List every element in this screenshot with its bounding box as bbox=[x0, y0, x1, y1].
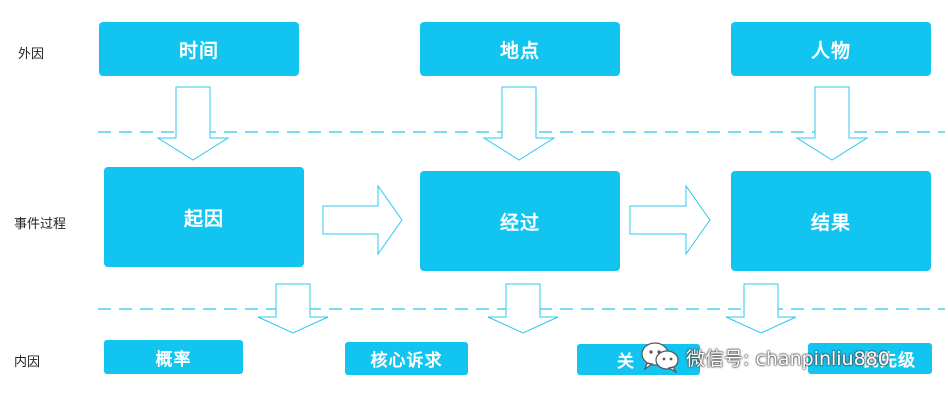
box-course: 经过 bbox=[420, 171, 620, 271]
arrow-down-result bbox=[725, 283, 797, 334]
arrow-down-person bbox=[795, 86, 869, 161]
watermark: 微信号: chanpinliu880 bbox=[640, 340, 890, 374]
box-core-demand: 核心诉求 bbox=[345, 342, 468, 375]
box-result: 结果 bbox=[731, 171, 931, 271]
arrow-down-cause bbox=[257, 283, 329, 334]
arrow-down-course bbox=[487, 283, 559, 334]
row-label-external: 外因 bbox=[18, 47, 45, 62]
box-place: 地点 bbox=[420, 22, 620, 76]
box-probability: 概率 bbox=[104, 340, 243, 374]
arrow-down-place bbox=[482, 86, 556, 161]
row-label-process: 事件过程 bbox=[14, 217, 67, 232]
box-cause: 起因 bbox=[104, 167, 304, 267]
arrow-down-time bbox=[156, 86, 230, 161]
box-person: 人物 bbox=[731, 22, 931, 76]
watermark-text: 微信号: chanpinliu880 bbox=[686, 347, 890, 370]
arrow-right-2 bbox=[629, 184, 711, 256]
box-relation: 关 bbox=[577, 344, 700, 375]
box-time: 时间 bbox=[99, 22, 299, 76]
wechat-icon bbox=[641, 342, 679, 373]
arrow-right-1 bbox=[322, 184, 403, 256]
row-label-internal: 内因 bbox=[14, 355, 41, 370]
box-priority: 优先级 bbox=[808, 343, 932, 374]
